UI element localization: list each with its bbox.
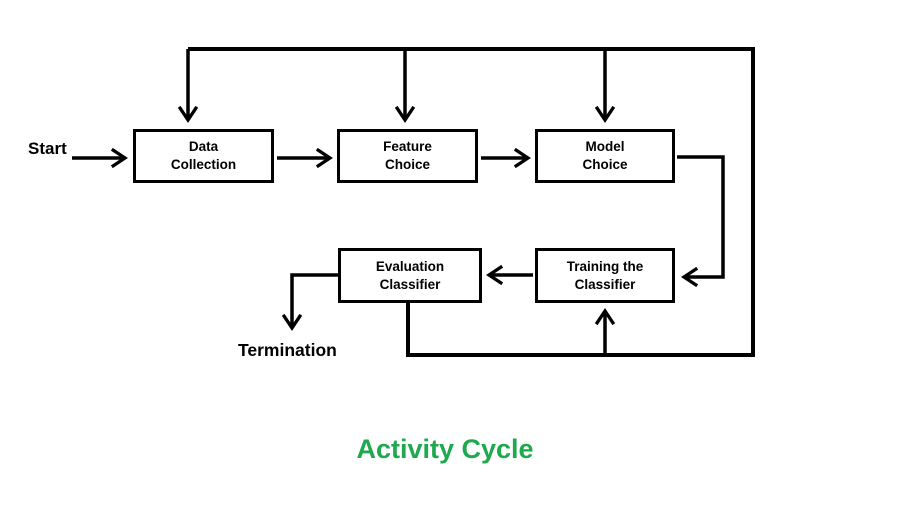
arrow-model-choice-to-training-classifier [677,155,725,288]
data-collection-box: Data Collection [133,129,274,183]
model-choice-label-line2: Choice [582,157,628,172]
feature-choice-label-line1: Feature [383,139,432,155]
evaluation-classifier-label-line1: Evaluation [375,258,445,274]
feature-choice-label-line2: Choice [384,157,430,172]
arrow-evaluation-classifier-to-termination [281,273,338,331]
data-collection-label-line1: Data [188,139,219,155]
model-choice-box: Model Choice [535,129,675,183]
data-collection-label-line2: Collection [170,157,237,172]
termination-label: Termination [238,340,337,360]
evaluation-classifier-label-line2: Classifier [379,276,441,292]
training-classifier-label-line1: Training the [566,258,644,274]
model-choice-label-line1: Model [585,139,625,155]
evaluation-classifier-box: Evaluation Classifier [338,248,482,303]
start-label: Start [28,139,67,158]
feedback-loop-line [188,47,755,357]
training-classifier-box: Training the Classifier [535,248,675,303]
training-classifier-label-line2: Classifier [574,276,636,292]
feature-choice-box: Feature Choice [337,129,478,183]
diagram-title: Activity Cycle [356,434,534,464]
